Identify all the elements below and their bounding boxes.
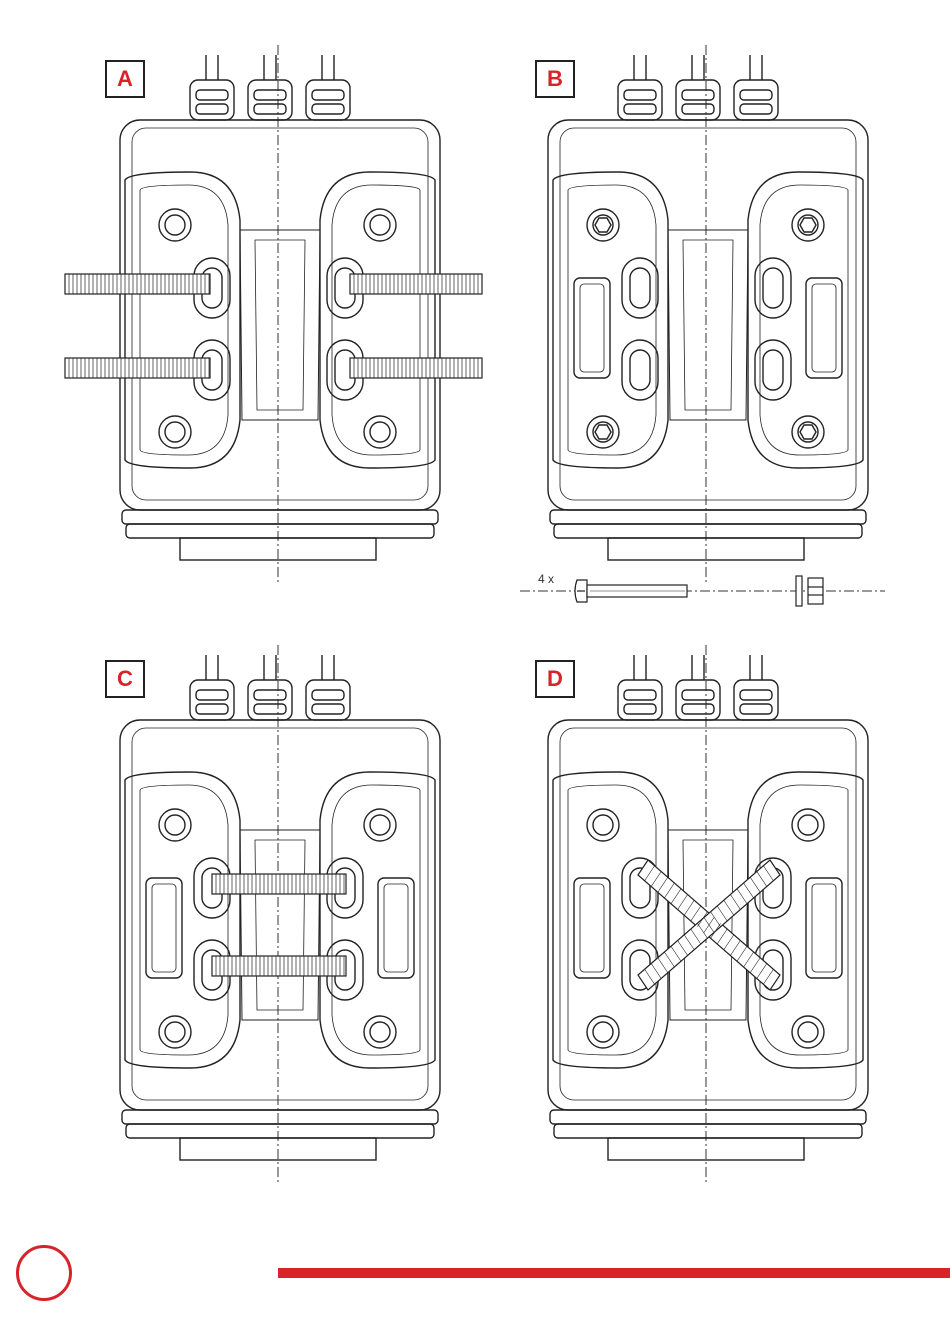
cable-gland-icon — [676, 655, 720, 720]
washer-icon — [796, 576, 802, 606]
device-drawing-b — [488, 40, 918, 590]
cable-gland-icon — [248, 55, 292, 120]
base-ring — [550, 1110, 866, 1124]
mounting-hole-icon — [364, 1016, 396, 1048]
mounting-hole-icon — [159, 1016, 191, 1048]
hardware-row — [515, 566, 890, 616]
cable-gland-icon — [190, 655, 234, 720]
mounting-hole-icon — [159, 416, 191, 448]
strap-icon — [65, 358, 210, 378]
cable-gland-icon — [734, 655, 778, 720]
base-ring — [550, 510, 866, 524]
bracket-right — [320, 172, 435, 468]
mounting-hole-icon — [587, 1016, 619, 1048]
device-drawing-a — [60, 40, 490, 590]
side-window-left — [574, 878, 610, 978]
side-window-left — [574, 278, 610, 378]
strap-slot-icon — [622, 340, 658, 400]
mounting-hole-icon — [364, 416, 396, 448]
side-window-right — [378, 878, 414, 978]
cable-gland-icon — [306, 655, 350, 720]
strap-icon — [65, 274, 210, 294]
cable-gland-icon — [190, 55, 234, 120]
nut-head-icon — [792, 416, 824, 448]
nut-head-icon — [587, 416, 619, 448]
strap-slot-icon — [622, 258, 658, 318]
enclosure-body — [120, 120, 440, 510]
nut-head-icon — [792, 209, 824, 241]
center-channel — [240, 230, 320, 420]
base-ring — [122, 1110, 438, 1124]
mounting-hole-icon — [364, 209, 396, 241]
page-number-circle — [16, 1245, 72, 1301]
mounting-hole-icon — [364, 809, 396, 841]
cable-gland-icon — [618, 55, 662, 120]
strap-slot-icon — [755, 258, 791, 318]
bolt-icon — [575, 580, 687, 602]
strap-slot-icon — [755, 340, 791, 400]
mounting-hole-icon — [159, 209, 191, 241]
mounting-hole-icon — [792, 1016, 824, 1048]
base-ring — [122, 510, 438, 524]
mounting-hole-icon — [159, 809, 191, 841]
panel-label-a: A — [105, 60, 145, 98]
nut-icon — [808, 578, 823, 604]
device-drawing-d — [488, 640, 918, 1190]
bracket-left — [125, 172, 240, 468]
center-channel — [240, 830, 320, 1020]
strap-icon — [350, 274, 482, 294]
enclosure-body — [120, 720, 440, 1110]
cable-gland-icon — [618, 655, 662, 720]
panel-c — [60, 640, 490, 1190]
center-channel — [668, 230, 748, 420]
device-drawing-c — [60, 640, 490, 1190]
strap-icon — [212, 956, 346, 976]
side-window-left — [146, 878, 182, 978]
panel-label-d: D — [535, 660, 575, 698]
strap-icon — [350, 358, 482, 378]
panel-label-c: C — [105, 660, 145, 698]
panel-b — [488, 40, 918, 590]
mounting-hole-icon — [792, 809, 824, 841]
footer-accent-bar — [278, 1268, 950, 1278]
panel-a — [60, 40, 490, 590]
mounting-hole-icon — [587, 809, 619, 841]
cable-gland-icon — [248, 655, 292, 720]
strap-icon — [212, 874, 346, 894]
enclosure-body — [548, 120, 868, 510]
nut-head-icon — [587, 209, 619, 241]
crossed-straps-icon — [638, 860, 780, 990]
cable-gland-icon — [734, 55, 778, 120]
cable-gland-icon — [676, 55, 720, 120]
side-window-right — [806, 878, 842, 978]
panel-label-b: B — [535, 60, 575, 98]
side-window-right — [806, 278, 842, 378]
panel-d — [488, 640, 918, 1190]
cable-gland-icon — [306, 55, 350, 120]
